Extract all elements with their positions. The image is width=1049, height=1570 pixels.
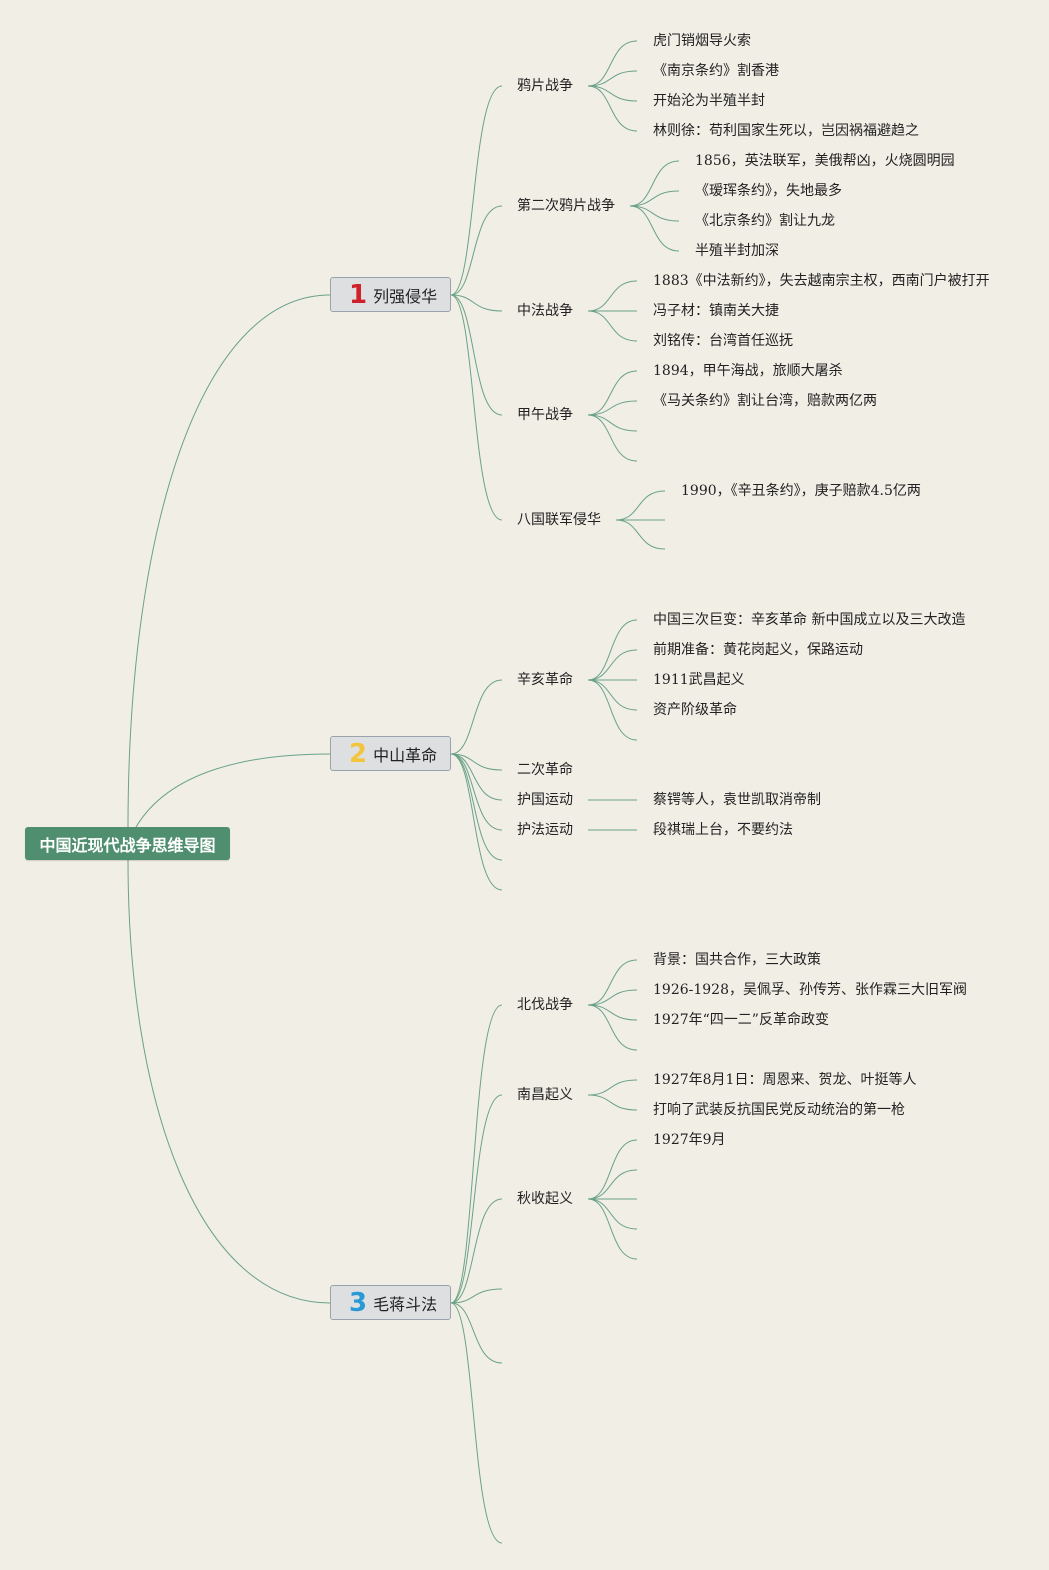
- leaf-northern-3[interactable]: 1927年“四一二”反革命政变: [653, 1012, 829, 1028]
- connector-northern-leaf-3: [587, 1004, 638, 1021]
- connector-nanchang-leaf-2: [587, 1094, 638, 1111]
- topic-label-1: 列强侵华: [373, 286, 438, 306]
- leaf-xinhai-3[interactable]: 1911武昌起义: [653, 672, 745, 688]
- subtopic-constitution-protection[interactable]: 护法运动: [517, 822, 573, 838]
- connector-second-opium-leaf-4: [629, 205, 680, 252]
- leaf-xinhai-1[interactable]: 中国三次巨变：辛亥革命 新中国成立以及三大改造: [653, 612, 966, 628]
- leaf-opium-2[interactable]: 《南京条约》割香港: [653, 63, 779, 79]
- connector-xinhai-leaf-1: [587, 619, 638, 681]
- topic-label-3: 毛蒋斗法: [373, 1294, 438, 1314]
- connector-topic1-sub-1: [450, 85, 503, 296]
- leaf-sino-french-1[interactable]: 1883《中法新约》，失去越南宗主权，西南门户被打开: [653, 273, 990, 289]
- subtopic-sino-japanese-war[interactable]: 甲午战争: [517, 407, 573, 423]
- connector-topic3-sub-4: [450, 1288, 503, 1304]
- connector-xinhai-leaf-5: [587, 679, 638, 741]
- connector-eight-nation-leaf-3: [615, 519, 666, 550]
- leaf-sino-french-2[interactable]: 冯子材：镇南关大捷: [653, 303, 779, 319]
- connector-topic1-sub-3: [450, 294, 503, 312]
- connector-topic1-sub-2: [450, 205, 503, 296]
- leaf-second-opium-2[interactable]: 《瑷珲条约》，失地最多: [695, 183, 842, 199]
- connector-topic2-sub-2: [450, 753, 503, 771]
- connector-opium-leaf-4: [587, 85, 638, 132]
- connector-root-topic-2: [135, 753, 331, 828]
- connector-root-topic-1: [127, 294, 331, 828]
- leaf-opium-3[interactable]: 开始沦为半殖半封: [653, 93, 765, 109]
- topic-node-2[interactable]: 2 中山革命: [330, 736, 451, 771]
- connector-sino-japanese-leaf-2: [587, 400, 638, 416]
- topic-number-1: 1: [349, 279, 368, 310]
- connector-sino-japanese-leaf-3: [587, 414, 638, 432]
- connector-autumn-leaf-1: [587, 1139, 638, 1200]
- connector-northern-leaf-2: [587, 989, 638, 1006]
- topic-number-3: 3: [349, 1287, 368, 1318]
- connector-sino-japanese-leaf-1: [587, 370, 638, 416]
- connector-opium-leaf-1: [587, 40, 638, 87]
- leaf-sino-french-3[interactable]: 刘铭传：台湾首任巡抚: [653, 333, 793, 349]
- topic-node-3[interactable]: 3 毛蒋斗法: [330, 1285, 451, 1320]
- subtopic-opium-war[interactable]: 鸦片战争: [517, 78, 573, 94]
- connector-xinhai-leaf-2: [587, 649, 638, 681]
- connector-topic3-sub-6: [450, 1302, 503, 1544]
- subtopic-autumn-harvest-uprising[interactable]: 秋收起义: [517, 1191, 573, 1207]
- connector-eight-nation-leaf-1: [615, 490, 666, 521]
- connector-second-opium-leaf-1: [629, 160, 680, 207]
- leaf-nanchang-1[interactable]: 1927年8月1日：周恩来、贺龙、叶挺等人: [653, 1072, 917, 1088]
- connector-topic3-sub-3: [450, 1198, 503, 1304]
- connector-opium-leaf-2: [587, 70, 638, 87]
- leaf-autumn-1[interactable]: 1927年9月: [653, 1132, 726, 1148]
- leaf-second-opium-3[interactable]: 《北京条约》割让九龙: [695, 213, 835, 229]
- leaf-xinhai-2[interactable]: 前期准备：黄花岗起义，保路运动: [653, 642, 863, 658]
- connector-sino-japanese-leaf-4: [587, 414, 638, 462]
- topic-number-2: 2: [349, 738, 368, 769]
- leaf-eight-nation-1[interactable]: 1990，《辛丑条约》，庚子赔款4.5亿两: [681, 483, 921, 499]
- root-label: 中国近现代战争思维导图: [39, 835, 216, 855]
- leaf-opium-1[interactable]: 虎门销烟导火索: [653, 33, 751, 49]
- connector-topic2-sub-1: [450, 679, 503, 755]
- subtopic-northern-expedition[interactable]: 北伐战争: [517, 997, 573, 1013]
- connector-xinhai-leaf-4: [587, 679, 638, 711]
- topic-label-2: 中山革命: [373, 745, 438, 765]
- root-node[interactable]: 中国近现代战争思维导图: [25, 827, 230, 860]
- leaf-opium-4[interactable]: 林则徐：苟利国家生死以，岂因祸福避趋之: [653, 123, 919, 139]
- connector-topic3-sub-1: [450, 1004, 503, 1304]
- leaf-northern-1[interactable]: 背景：国共合作，三大政策: [653, 952, 821, 968]
- connector-autumn-leaf-4: [587, 1198, 638, 1230]
- subtopic-second-opium-war[interactable]: 第二次鸦片战争: [517, 198, 615, 214]
- connector-root-topic-3: [127, 859, 331, 1304]
- subtopic-nanchang-uprising[interactable]: 南昌起义: [517, 1087, 573, 1103]
- leaf-nanchang-2[interactable]: 打响了武装反抗国民党反动统治的第一枪: [653, 1102, 905, 1118]
- connector-topic2-sub-6: [450, 753, 503, 891]
- topic-node-1[interactable]: 1 列强侵华: [330, 277, 451, 312]
- connector-northern-leaf-1: [587, 959, 638, 1006]
- leaf-second-opium-1[interactable]: 1856，英法联军，美俄帮凶，火烧圆明园: [695, 153, 955, 169]
- connector-nanchang-leaf-1: [587, 1079, 638, 1096]
- leaf-xinhai-4[interactable]: 资产阶级革命: [653, 702, 737, 718]
- connector-autumn-leaf-2: [587, 1169, 638, 1200]
- leaf-sino-japanese-2[interactable]: 《马关条约》割让台湾，赔款两亿两: [653, 393, 877, 409]
- subtopic-sino-french-war[interactable]: 中法战争: [517, 303, 573, 319]
- leaf-second-opium-4[interactable]: 半殖半封加深: [695, 243, 779, 259]
- connector-topic1-sub-4: [450, 294, 503, 416]
- connector-autumn-leaf-5: [587, 1198, 638, 1260]
- leaf-national-protection-1[interactable]: 蔡锷等人，袁世凯取消帝制: [653, 792, 821, 808]
- connector-topic3-sub-2: [450, 1094, 503, 1304]
- connector-topic1-sub-5: [450, 294, 503, 521]
- connector-sino-french-leaf-3: [587, 310, 638, 342]
- connector-second-opium-leaf-2: [629, 190, 680, 207]
- connector-opium-leaf-3: [587, 85, 638, 102]
- connector-second-opium-leaf-3: [629, 205, 680, 222]
- connector-northern-leaf-4: [587, 1004, 638, 1051]
- connector-topic2-sub-3: [450, 753, 503, 801]
- leaf-constitution-protection-1[interactable]: 段祺瑞上台，不要约法: [653, 822, 793, 838]
- subtopic-national-protection[interactable]: 护国运动: [517, 792, 573, 808]
- subtopic-xinhai-revolution[interactable]: 辛亥革命: [517, 672, 573, 688]
- leaf-northern-2[interactable]: 1926-1928，吴佩孚、孙传芳、张作霖三大旧军阀: [653, 982, 967, 998]
- subtopic-second-revolution[interactable]: 二次革命: [517, 762, 573, 778]
- connector-topic2-sub-4: [450, 753, 503, 831]
- leaf-sino-japanese-1[interactable]: 1894，甲午海战，旅顺大屠杀: [653, 363, 843, 379]
- connector-topic3-sub-5: [450, 1302, 503, 1364]
- connector-sino-french-leaf-1: [587, 280, 638, 312]
- subtopic-eight-nation-alliance[interactable]: 八国联军侵华: [517, 512, 601, 528]
